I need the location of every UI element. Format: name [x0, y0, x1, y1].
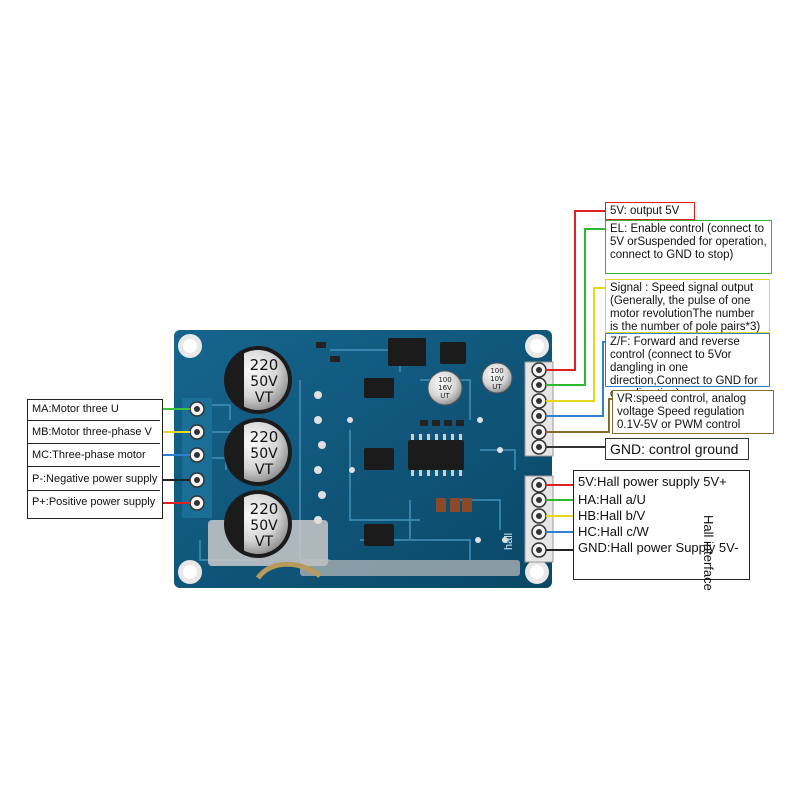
- control-header-pins: [531, 362, 547, 455]
- control-wire: [546, 210, 605, 371]
- hall-pin-label: HB:Hall b/V: [578, 508, 646, 523]
- header-pin: [531, 477, 547, 493]
- motor-terminal-label: MA:Motor three U: [28, 401, 160, 421]
- small-cap-label: 16V: [438, 384, 452, 392]
- header-pin: [189, 495, 205, 511]
- control-wire: [546, 341, 605, 417]
- smd-components: [316, 342, 472, 512]
- capacitor-label: 50V: [250, 446, 278, 462]
- vias: [314, 391, 508, 543]
- control-pin-label: EL: Enable control (connect to 5V orSusp…: [605, 220, 772, 274]
- header-pin: [531, 508, 547, 524]
- capacitor-label: VT: [255, 534, 274, 550]
- control-pin-label: GND: control ground: [605, 438, 749, 460]
- header-pin: [189, 447, 205, 463]
- small-cap-label: UT: [492, 383, 502, 391]
- integrated-circuits: [364, 338, 466, 546]
- hall-pin-label: HA:Hall a/U: [578, 492, 646, 507]
- capacitor-label: VT: [255, 390, 274, 406]
- header-pin: [531, 439, 547, 455]
- hall-header-pins: [531, 477, 547, 558]
- motor-terminal-label: MC:Three-phase motor: [28, 447, 160, 467]
- control-pin-label: 5V: output 5V: [605, 202, 695, 220]
- capacitor-label: 50V: [250, 374, 278, 390]
- header-pin: [531, 542, 547, 558]
- control-wire: [546, 228, 605, 386]
- motor-terminal-label: P+:Positive power supply: [28, 494, 160, 514]
- header-pin: [189, 401, 205, 417]
- header-pin: [531, 377, 547, 393]
- small-cap-label: UT: [440, 392, 450, 400]
- capacitor-label: 220: [250, 500, 279, 518]
- connection-wires: [161, 210, 612, 551]
- control-pin-label: Signal : Speed signal output (Generally,…: [605, 279, 770, 333]
- header-pin: [531, 524, 547, 540]
- small-cap-label: 100: [438, 376, 451, 384]
- header-pin: [531, 362, 547, 378]
- header-pin: [531, 408, 547, 424]
- hall-pin-label: GND:Hall power Supply 5V-: [578, 540, 739, 555]
- header-pin: [531, 393, 547, 409]
- hall-pin-label: 5V:Hall power supply 5V+: [578, 474, 727, 489]
- control-pin-label: VR:speed control, analog voltage Speed r…: [612, 390, 774, 434]
- control-wire: [546, 398, 612, 433]
- mounting-holes: [178, 334, 549, 584]
- header-pin: [531, 424, 547, 440]
- header-pin: [189, 472, 205, 488]
- capacitor-label: VT: [255, 462, 274, 478]
- small-cap-label: 10V: [490, 375, 504, 383]
- small-cap-label: 100: [490, 367, 503, 375]
- hall-pin-label: HC:Hall c/W: [578, 524, 649, 539]
- small-capacitor: [427, 362, 513, 406]
- hall-interface-title: Hall interface: [701, 515, 716, 591]
- control-pin-label: Z/F: Forward and reverse control (connec…: [605, 333, 770, 400]
- capacitor-label: 220: [250, 428, 279, 446]
- hall-labels-box: [573, 470, 750, 580]
- motor-terminal-label: MB:Motor three-phase V: [28, 424, 160, 444]
- header-pin: [189, 424, 205, 440]
- capacitor-label: 220: [250, 356, 279, 374]
- control-wire: [546, 287, 605, 402]
- ic-pins: [411, 434, 462, 476]
- shunt-resistor: [255, 561, 322, 580]
- motor-terminal-label: P-:Negative power supply: [28, 471, 160, 491]
- copper-pad: [300, 560, 520, 576]
- header-pin: [531, 492, 547, 508]
- silkscreen-hall: hall: [503, 533, 515, 550]
- motor-header-pins: [189, 401, 205, 511]
- capacitor-label: 50V: [250, 518, 278, 534]
